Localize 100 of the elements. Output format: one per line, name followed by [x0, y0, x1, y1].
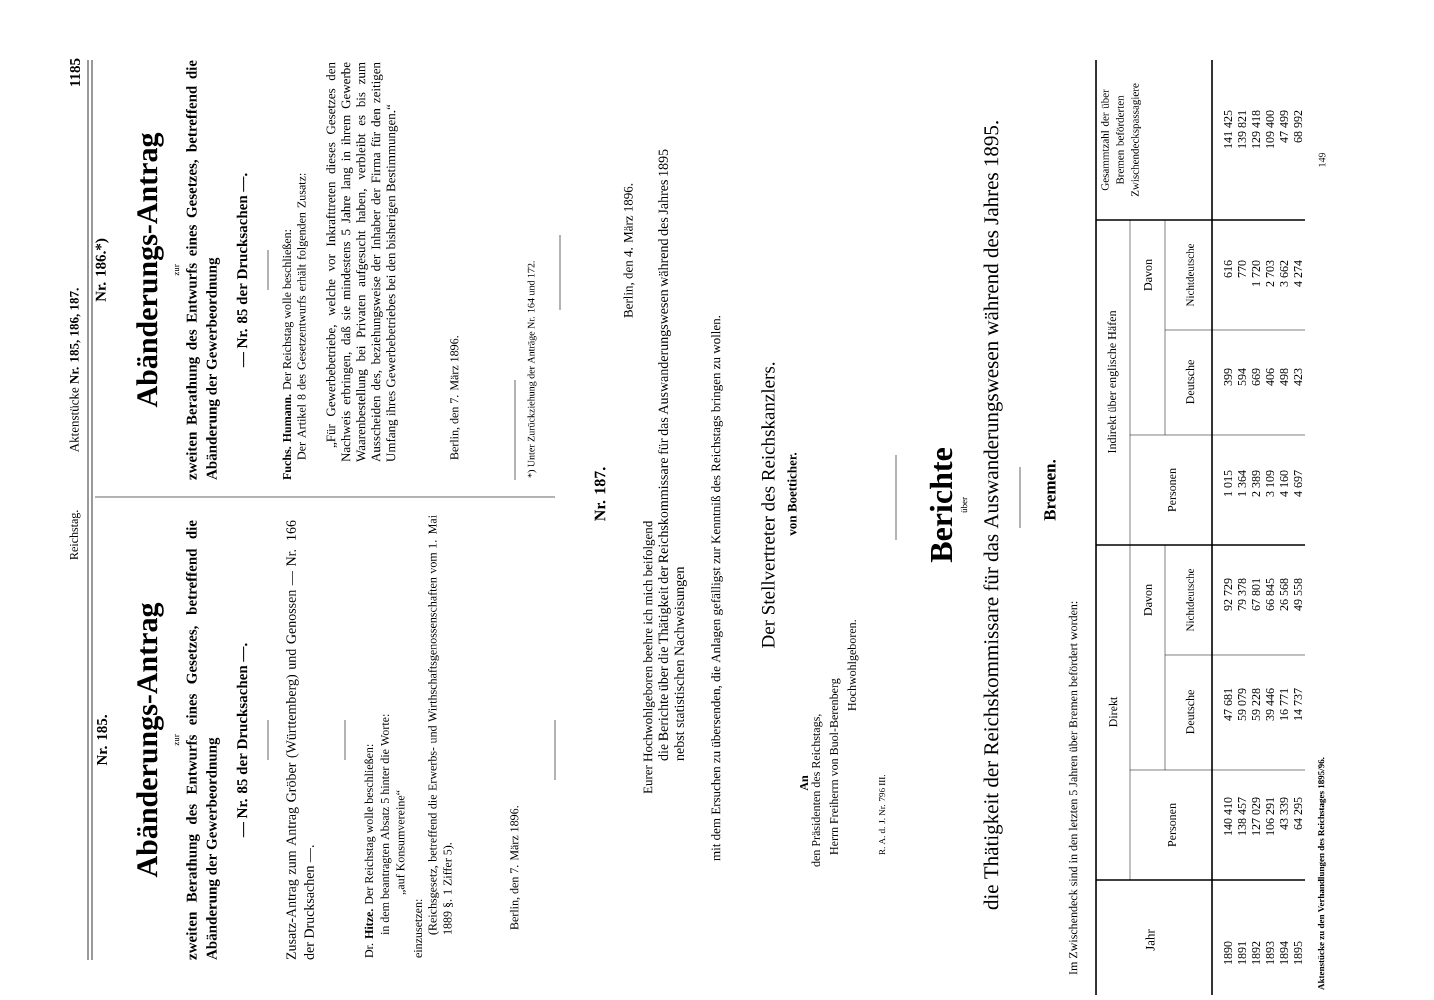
paragraph: (Reichsgesetz, betreffend die Erwerbs- und Wirthschaftsgenossenschaften vom 1. Mai 1889 §. 1 Ziffer 5).	[428, 515, 454, 935]
table-cell: 770	[1237, 260, 1247, 278]
table-cell: 129 418	[1251, 110, 1261, 148]
table-cell: 3 109	[1265, 470, 1275, 497]
table-cell: 406	[1265, 368, 1275, 386]
table-cell: 1 720	[1251, 260, 1261, 286]
table-cell: 399	[1223, 368, 1233, 386]
table-cell: 140 410	[1223, 797, 1233, 835]
table-cell: 64 295	[1293, 797, 1303, 830]
table-cell: 109 400	[1265, 110, 1275, 148]
signature-line: Der Stellvertreter des Reichskanzlers.	[761, 362, 775, 648]
text: über	[960, 497, 968, 513]
text: Eurer Hochwohlgeboren beehre ich mich beifolgend	[643, 520, 655, 794]
column-header: Personen	[1168, 803, 1176, 847]
column-header: Indirekt über englische Häfen	[1107, 310, 1119, 454]
text: An	[800, 775, 808, 791]
table-cell: 423	[1293, 368, 1303, 386]
date-line: Berlin, den 7. März 1896.	[449, 336, 461, 460]
column-header: Deutsche	[1185, 690, 1195, 734]
document-number: Nr. 187.	[594, 467, 606, 521]
table-cell: 14 737	[1293, 688, 1303, 720]
text: Fuchs. Humann. Der Reichstag wolle beschließen:	[282, 229, 294, 480]
signature: von Boetticher.	[787, 452, 797, 536]
table-cell: 47 681	[1223, 688, 1233, 721]
table-cell: 1895	[1293, 941, 1303, 964]
table-cell: 4 697	[1293, 470, 1303, 497]
table-cell: 66 845	[1265, 578, 1275, 611]
table-cell: 1890	[1223, 941, 1233, 964]
page-number: 149	[1318, 152, 1326, 167]
table-cell: 47 499	[1279, 110, 1289, 143]
text: in dem beantragten Absatz 5 hinter die Worte:	[380, 714, 392, 935]
table-cell: 669	[1251, 368, 1261, 386]
column-header: Direkt	[1108, 696, 1118, 727]
column-header: Deutsche	[1185, 360, 1195, 404]
table-cell: 616	[1223, 260, 1233, 278]
subheading: — Nr. 85 der Drucksachen —.	[236, 173, 248, 368]
column-header: Gesammtzahl der über Bremen beförderten Zwischendeckspassagiere	[1101, 83, 1141, 197]
table-cell: 26 568	[1279, 578, 1289, 611]
paragraph: Der Artikel 8 des Gesetzentwurfs erhält folgenden Zusatz:	[297, 173, 309, 460]
page-number: 1185	[69, 58, 81, 86]
table-cell: 141 425	[1223, 110, 1233, 148]
address-line: Herrn Freiherrn von Buol-Berenberg	[829, 678, 841, 855]
table-caption: Im Zwischendeck sind in den letzten 5 Jahren über Bremen befördert worden:	[1068, 601, 1078, 975]
table-cell: 1 015	[1223, 470, 1233, 496]
table-cell: 59 079	[1237, 688, 1247, 721]
table-cell: 2 389	[1251, 470, 1261, 497]
column-header: Personen	[1168, 468, 1176, 512]
text: einzusetzen:	[413, 899, 423, 958]
table-cell: 138 457	[1237, 797, 1247, 835]
column-header: Davon	[1144, 584, 1152, 616]
address-line: Hochwohlgeboren.	[847, 620, 859, 711]
table-cell: 1893	[1265, 941, 1275, 964]
table-cell: 79 378	[1237, 578, 1247, 611]
paragraph: mit dem Ersuchen zu übersenden, die Anlagen gefälligst zur Kenntniß des Reichstags bringen zu wollen.	[711, 315, 723, 861]
table-cell: 67 801	[1251, 578, 1261, 611]
paragraph: die Berichte über die Thätigkeit der Reichskommissare für das Auswanderungswesen während des Jahres 1895 nebst statistischen Nachweisungen	[658, 149, 687, 761]
subheading: zweiten Berathung des Entwurfs eines Gesetzes, betreffend die Abänderung der Gewerbeordnung	[186, 520, 220, 960]
table-cell: 1 364	[1237, 470, 1247, 496]
table-cell: 43 339	[1279, 797, 1289, 830]
column-header: Jahr	[1145, 929, 1155, 951]
table-cell: 92 729	[1223, 578, 1233, 611]
address-line: den Präsidenten des Reichstags,	[811, 714, 823, 867]
text: „auf Konsumvereine“	[395, 790, 407, 895]
column-header: Nichtdeutsche	[1186, 568, 1194, 632]
table-cell: 498	[1279, 368, 1289, 386]
table-cell: 3 662	[1279, 260, 1289, 287]
table-cell: 4 274	[1294, 260, 1302, 287]
table-cell: 4 160	[1279, 470, 1289, 497]
table-cell: 127 029	[1251, 797, 1261, 835]
heading: Abänderungs-Antrag	[136, 132, 164, 408]
column-header: Davon	[1144, 259, 1152, 291]
heading: Berichte	[929, 448, 953, 563]
table-cell: 16 771	[1279, 688, 1289, 720]
table-cell: 68 992	[1293, 110, 1303, 143]
heading: Bremen.	[1044, 460, 1056, 521]
date-line: Berlin, den 7. März 1896.	[509, 806, 521, 930]
text: zur	[174, 264, 180, 276]
table-cell: 49 558	[1293, 578, 1303, 611]
table-cell: 1894	[1279, 941, 1289, 964]
document-number: Nr. 185.	[96, 715, 108, 766]
table-cell: 59 228	[1251, 688, 1261, 721]
subheading: zweiten Berathung des Entwurfs eines Gesetzes, betreffend die Abänderung der Gewerbeordnung	[186, 60, 220, 480]
table-cell: 2 703	[1265, 260, 1275, 287]
footnote: *) Unter Zurückziehung der Anträge Nr. 164 und 172.	[527, 261, 537, 478]
table-cell: 139 821	[1237, 110, 1247, 148]
table-cell: 594	[1237, 368, 1247, 386]
paragraph: Zusatz-Antrag zum Antrag Gröber (Württemberg) und Genossen — Nr. 166 der Drucksachen —.	[286, 520, 314, 960]
document-number: Nr. 186.*)	[95, 238, 109, 302]
subheading: die Thätigkeit der Reichskommissare für das Auswanderungswesen während des Jahres 1895.	[983, 121, 1003, 910]
text: zur	[174, 734, 180, 746]
subheading: — Nr. 85 der Drucksachen —.	[236, 643, 248, 838]
running-head: Reichstag.	[69, 510, 81, 560]
column-header: Nichtdeutsche	[1186, 243, 1194, 307]
heading: Abänderungs-Antrag	[136, 602, 164, 878]
reference-number: R. A. d. J. Nr. 796 III.	[878, 775, 886, 855]
running-head: Aktenstücke Nr. 185, 186, 187.	[69, 288, 81, 453]
table-cell: 39 446	[1265, 688, 1275, 721]
date-line: Berlin, den 4. März 1896.	[623, 183, 635, 318]
table-cell: 106 291	[1265, 797, 1275, 835]
table-cell: 1892	[1251, 941, 1261, 964]
